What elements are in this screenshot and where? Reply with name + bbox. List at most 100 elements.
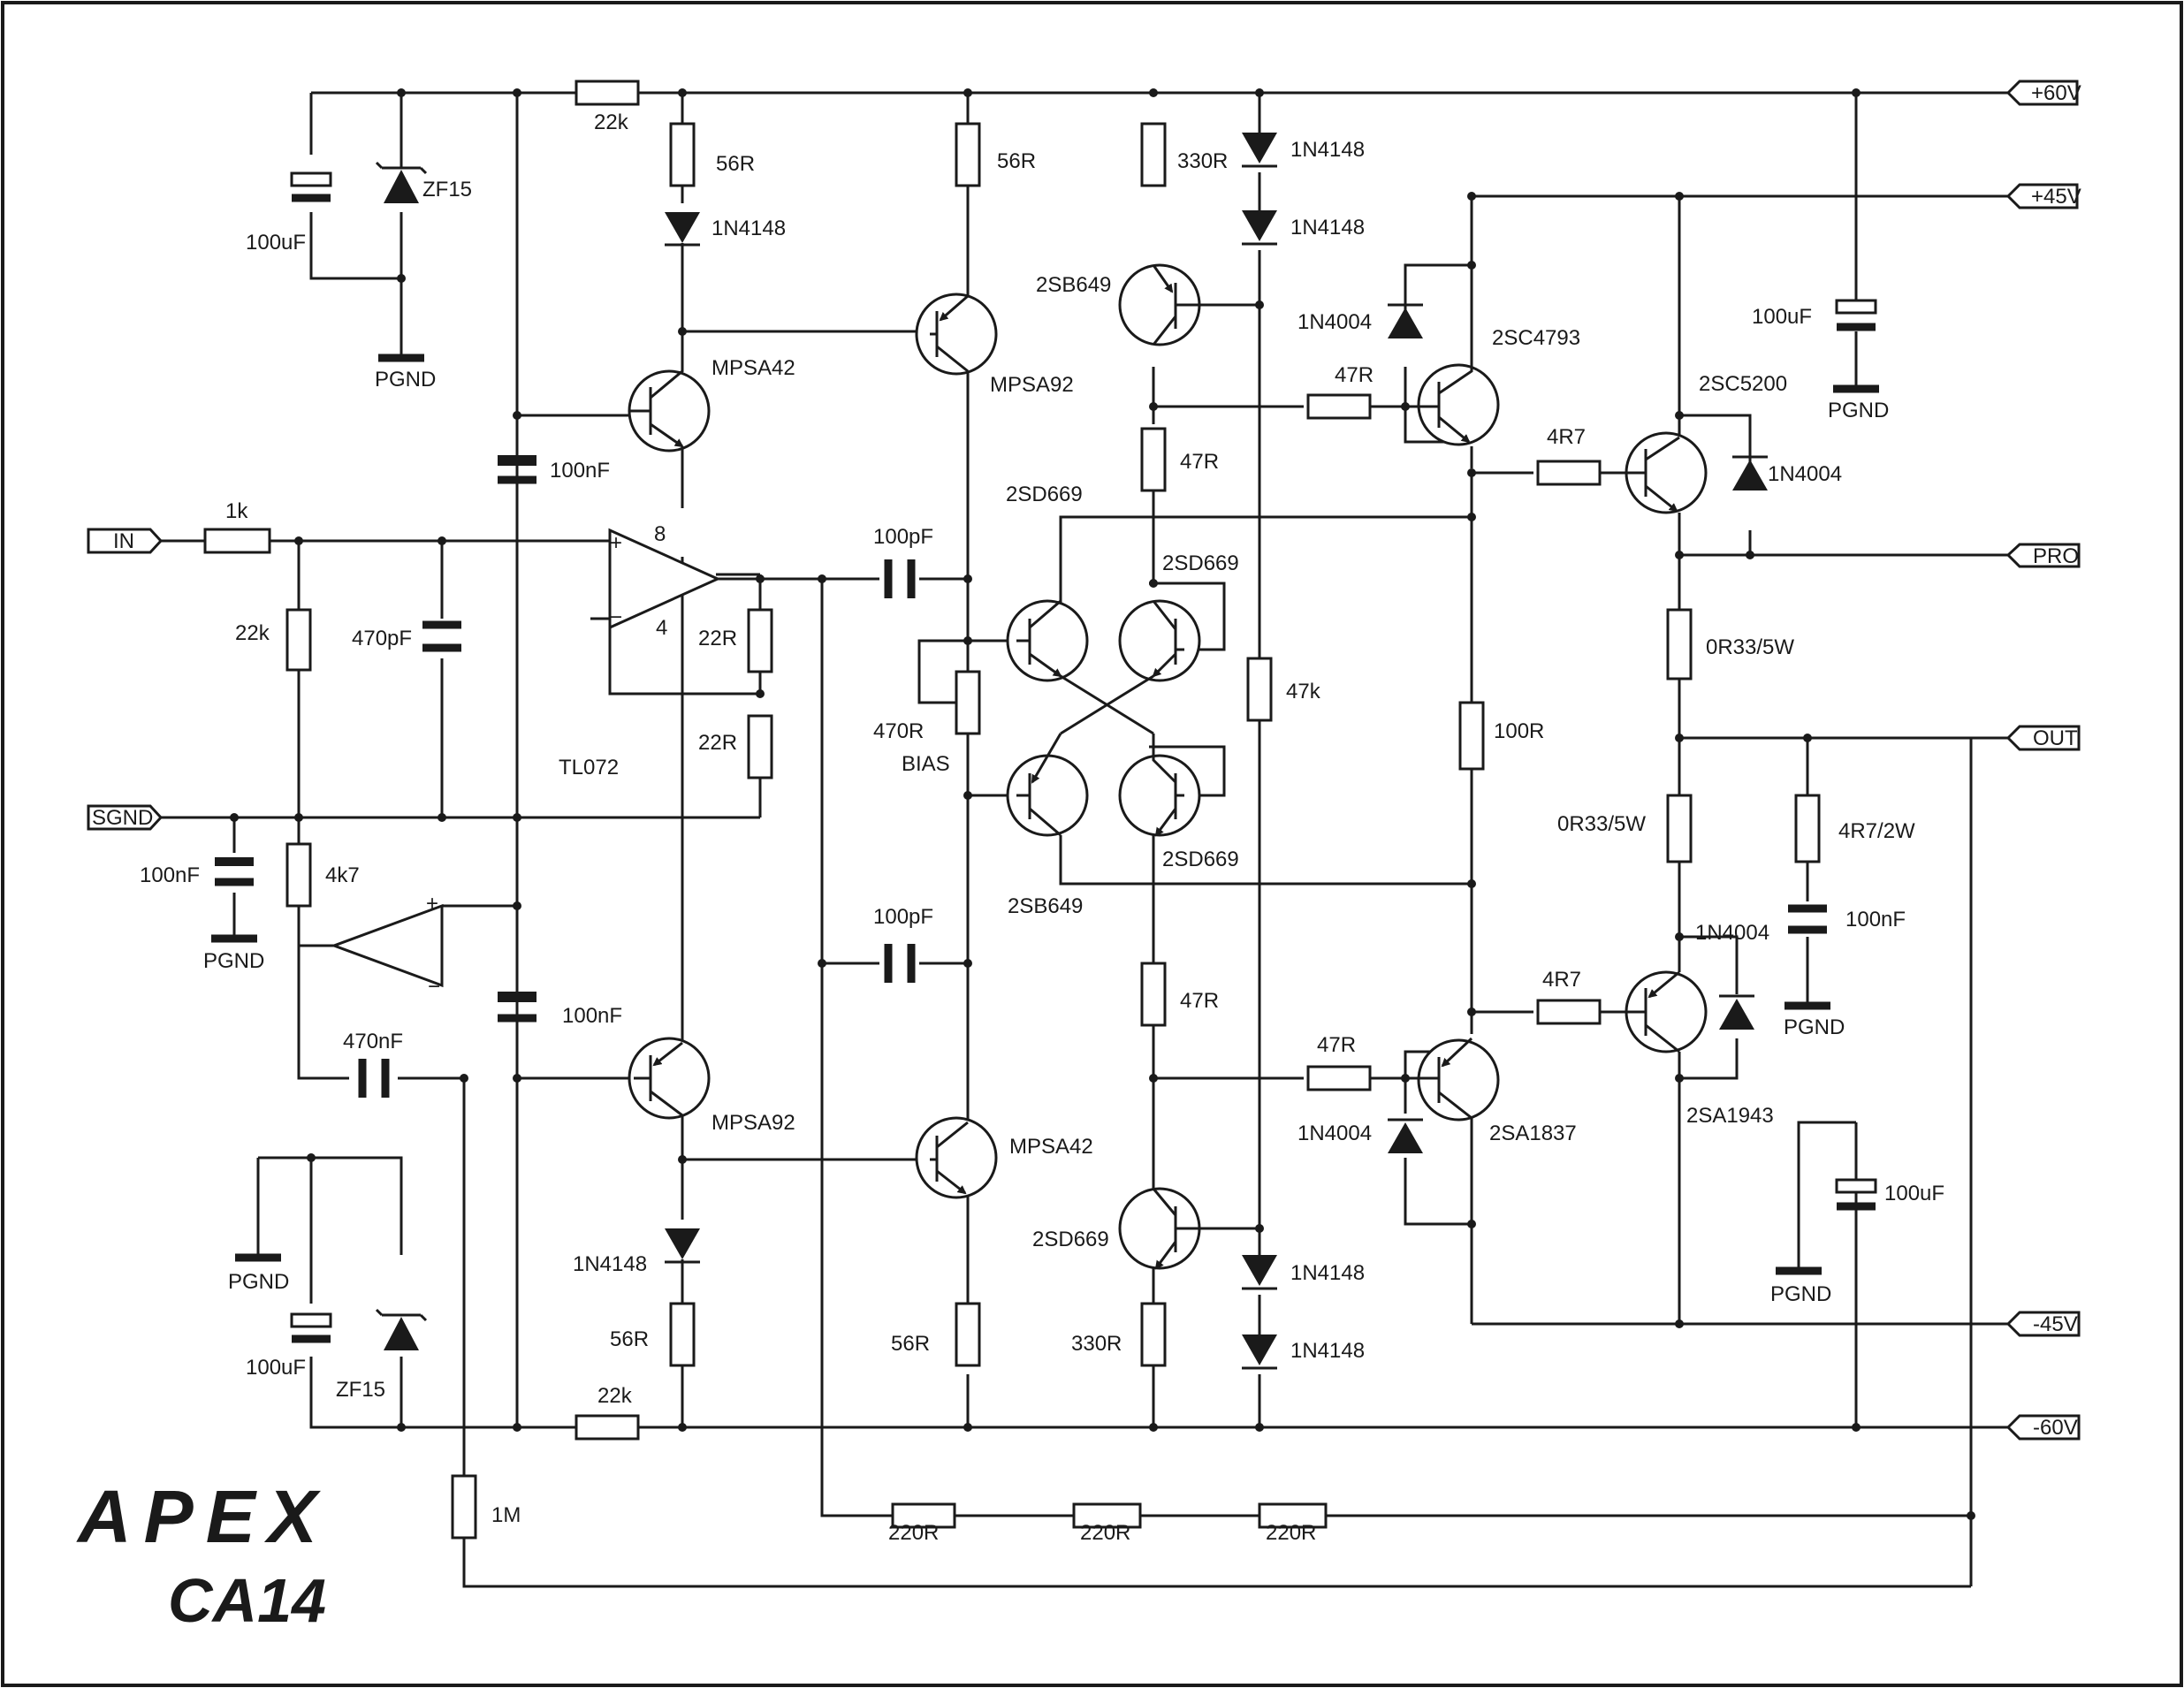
port-sgnd-text: SGND	[92, 806, 153, 830]
port-sgnd	[87, 804, 164, 831]
transistor-mpsa42-a	[628, 331, 711, 451]
label-r47-a: 47R	[1335, 363, 1374, 387]
label-r1k: 1k	[225, 499, 248, 523]
label-d1n4148-f: 1N4148	[1290, 1339, 1365, 1363]
transistor-2sd669-a	[1006, 517, 1089, 682]
brand-logo: APEX	[76, 1475, 330, 1558]
port-out	[2005, 725, 2081, 751]
label-d1n4148-e: 1N4148	[1290, 1261, 1365, 1285]
label-r330-bot: 330R	[1071, 1332, 1122, 1356]
capacitor-100uf-br	[1835, 1178, 1877, 1211]
zener-zf15-top	[375, 161, 428, 203]
label-r4r7-b: 4R7	[1542, 968, 1581, 992]
label-pin8: 8	[654, 522, 666, 546]
diode-1n4148-b	[1242, 133, 1277, 168]
opamp-tl072-b	[330, 903, 444, 988]
wires	[159, 91, 2020, 1588]
transistor-2sc4793	[1405, 362, 1500, 446]
resistor-1k	[203, 528, 271, 554]
label-q-2sd669-b: 2SD669	[1162, 551, 1239, 575]
resistor-220r-b	[1072, 1502, 1142, 1529]
label-u-tl072: TL072	[559, 756, 619, 779]
label-c100p-b: 100pF	[873, 905, 933, 929]
capacitor-470pf	[422, 620, 461, 652]
label-r4r7-2w: 4R7/2W	[1838, 819, 1915, 843]
transistor-2sd669-d	[1118, 1187, 1202, 1270]
label-c470p: 470pF	[352, 627, 412, 650]
capacitor-100uf-right	[1835, 299, 1877, 331]
label-d1n4004-c: 1N4004	[1695, 921, 1769, 945]
transistor-2sa1837	[1405, 1037, 1500, 1122]
label-q-mpsa92-a: MPSA92	[990, 373, 1074, 397]
label-c100u-bot: 100uF	[246, 1356, 306, 1380]
model-name: CA14	[168, 1566, 326, 1635]
resistor-22r-b	[747, 714, 773, 779]
port-p45	[2005, 183, 2079, 209]
label-r56-b: 56R	[997, 149, 1036, 173]
label-r22-a: 22R	[698, 627, 737, 650]
resistor-56r-c	[669, 1302, 696, 1367]
opamps	[330, 528, 721, 988]
label-d1n4004-a: 1N4004	[1297, 310, 1372, 334]
label-r4r7-a: 4R7	[1547, 425, 1586, 449]
resistor-4r7-2w	[1794, 794, 1821, 863]
transistor-2sd669-c	[1118, 734, 1201, 837]
junctions	[230, 88, 1975, 1520]
port-tags	[87, 80, 2081, 1441]
label-pgnd-c: PGND	[1784, 1015, 1845, 1039]
resistor-4r7-b	[1536, 999, 1602, 1025]
label-r22k-bot: 22k	[597, 1384, 633, 1408]
label-q-2sd669-c: 2SD669	[1162, 848, 1239, 871]
resistor-47r-a	[1306, 393, 1372, 420]
label-c100n-sg: 100nF	[140, 863, 200, 887]
label-q-2sa1943: 2SA1943	[1686, 1104, 1774, 1128]
label-d1n4004-b: 1N4004	[1768, 462, 1842, 486]
capacitor-470nf	[358, 1059, 390, 1098]
label-r220-a: 220R	[888, 1521, 939, 1545]
label-d1n4148-c: 1N4148	[1290, 216, 1365, 240]
label-c100n-zobel: 100nF	[1845, 908, 1906, 931]
label-c470n: 470nF	[343, 1030, 403, 1053]
label-c100p-a: 100pF	[873, 525, 933, 549]
transistor-mpsa92-a	[915, 293, 998, 376]
label-r220-b: 220R	[1080, 1521, 1130, 1545]
diode-1n4148-d	[665, 1228, 700, 1264]
label-q-2sb649-top: 2SB649	[1036, 273, 1111, 297]
resistor-47r-d	[1306, 1065, 1372, 1091]
label-r330-top: 330R	[1177, 149, 1228, 173]
label-r033-b: 0R33/5W	[1557, 812, 1646, 836]
brand-block: APEX CA14	[76, 1475, 330, 1635]
resistor-470r-bias	[955, 670, 981, 735]
label-q-2sc5200: 2SC5200	[1699, 372, 1787, 396]
capacitor-100nf-sgnd	[215, 857, 254, 886]
label-q-mpsa42-b: MPSA42	[1009, 1135, 1093, 1159]
capacitors	[215, 171, 1877, 1343]
resistor-47k	[1246, 657, 1273, 722]
label-pgnd-e: PGND	[228, 1270, 289, 1294]
capacitor-100nf-b	[498, 992, 536, 1023]
label-r47-c: 47R	[1180, 989, 1219, 1013]
label-r56-d: 56R	[891, 1332, 930, 1356]
resistor-22k-top	[575, 80, 640, 106]
label-q-2sb649-b: 2SB649	[1008, 894, 1083, 918]
diodes	[375, 133, 1768, 1370]
label-zf15-bot: ZF15	[336, 1378, 385, 1402]
resistor-47r-c	[1140, 962, 1167, 1027]
label-q-mpsa42-a: MPSA42	[712, 356, 795, 380]
label-opamp-plus-a: +	[610, 531, 622, 555]
port-pro	[2005, 543, 2081, 568]
label-d1n4004-d: 1N4004	[1297, 1122, 1372, 1145]
diode-1n4004-d	[1388, 1118, 1423, 1153]
resistor-56r-d	[955, 1302, 981, 1367]
resistor-4r7-a	[1536, 460, 1602, 486]
resistor-4k7	[285, 842, 312, 908]
port-p45-text: +45V	[2031, 185, 2081, 209]
transistors	[628, 263, 1708, 1270]
resistor-0r33-b	[1666, 794, 1693, 863]
port-n45	[2005, 1311, 2081, 1337]
diode-1n4148-f	[1242, 1334, 1277, 1370]
label-q-mpsa92-b: MPSA92	[712, 1111, 795, 1135]
resistor-220r-a	[891, 1502, 956, 1529]
transistor-2sa1943	[1625, 970, 1708, 1053]
